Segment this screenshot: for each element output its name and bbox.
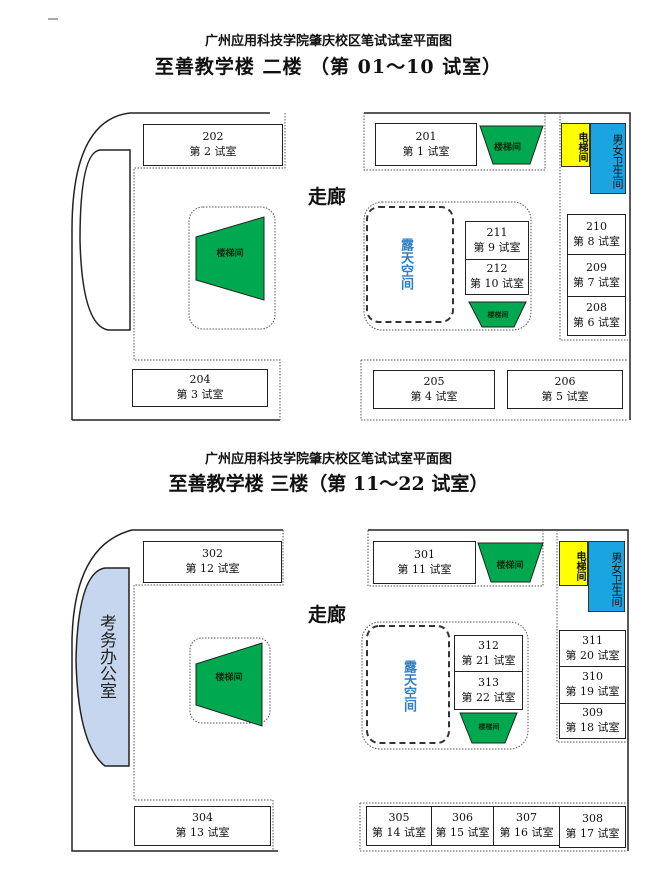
room-307[interactable]: 307 第 16 试室 <box>493 806 560 846</box>
room-301[interactable]: 301 第 11 试室 <box>373 541 476 584</box>
room-label: 第 4 试室 <box>410 389 458 403</box>
room-201[interactable]: 201 第 1 试室 <box>375 123 477 166</box>
room-number: 302 <box>202 547 223 561</box>
floor3-restroom: 男女卫生间 <box>588 541 625 612</box>
room-number: 205 <box>423 374 445 388</box>
room-310[interactable]: 310 第 19 试室 <box>559 666 626 704</box>
room-number: 212 <box>486 262 508 276</box>
room-label: 第 5 试室 <box>541 389 589 403</box>
room-number: 312 <box>478 638 499 652</box>
room-number: 201 <box>415 129 437 143</box>
room-label: 第 19 试室 <box>565 685 620 698</box>
floor3-subtitle: 至善教学楼 三楼（第 11～22 试室） <box>168 473 489 495</box>
room-label: 第 15 试室 <box>435 826 490 839</box>
floor2-open-space: 露天空间 <box>398 238 413 290</box>
room-number: 206 <box>554 374 576 388</box>
floor3-title: 广州应用科技学院肇庆校区笔试试室平面图 <box>204 452 452 467</box>
room-number: 210 <box>586 219 607 233</box>
room-number: 202 <box>202 130 224 144</box>
room-209[interactable]: 209 第 7 试室 <box>567 254 626 297</box>
room-number: 309 <box>582 706 603 720</box>
room-number: 313 <box>478 675 499 689</box>
floor3-stairwell-small: 楼梯间 <box>478 722 500 731</box>
room-number: 310 <box>582 670 603 684</box>
room-212[interactable]: 212 第 10 试室 <box>465 259 529 295</box>
room-309[interactable]: 309 第 18 试室 <box>559 703 626 739</box>
room-label: 第 8 试室 <box>573 234 620 248</box>
room-number: 307 <box>516 811 537 825</box>
floor3-stairwell-center: 楼梯间 <box>215 673 243 683</box>
room-311[interactable]: 311 第 20 试室 <box>559 630 626 667</box>
room-label: 第 11 试室 <box>397 562 452 576</box>
room-204[interactable]: 204 第 3 试室 <box>132 369 268 407</box>
room-label: 第 20 试室 <box>565 648 620 662</box>
room-number: 208 <box>586 301 607 315</box>
room-label: 第 13 试室 <box>175 826 230 839</box>
floor2-subtitle: 至善教学楼 二楼 （第 01～10 试室） <box>154 56 503 78</box>
floor2-restroom: 男女卫生间 <box>590 123 626 194</box>
floor2-stairwell-center: 楼梯间 <box>216 249 244 259</box>
header-mark <box>48 18 58 20</box>
room-label: 第 17 试室 <box>565 827 620 840</box>
room-308[interactable]: 308 第 17 试室 <box>559 806 626 848</box>
room-304[interactable]: 304 第 13 试室 <box>134 806 271 846</box>
room-label: 第 16 试室 <box>499 826 554 839</box>
floor3-open-space: 露天空间 <box>401 660 416 712</box>
room-312[interactable]: 312 第 21 试室 <box>454 635 523 672</box>
room-number: 306 <box>452 811 473 825</box>
room-label: 第 10 试室 <box>470 277 524 290</box>
room-label: 第 22 试室 <box>461 690 516 704</box>
room-211[interactable]: 211 第 9 试室 <box>465 221 529 260</box>
room-202[interactable]: 202 第 2 试室 <box>143 124 283 166</box>
room-number: 304 <box>192 811 213 825</box>
floor2-title: 广州应用科技学院肇庆校区笔试试室平面图 <box>204 34 452 49</box>
floor3-stairwell-top: 楼梯间 <box>496 561 524 571</box>
room-number: 311 <box>582 633 603 647</box>
room-number: 305 <box>388 811 410 825</box>
floor3-corridor-label: 走廊 <box>308 604 347 626</box>
room-label: 第 21 试室 <box>461 653 516 667</box>
room-number: 204 <box>189 373 211 387</box>
room-305[interactable]: 305 第 14 试室 <box>366 806 432 846</box>
room-label: 第 9 试室 <box>473 240 521 254</box>
floor2-stairwell-small: 楼梯间 <box>487 310 509 319</box>
room-label: 第 14 试室 <box>372 826 426 839</box>
floor2-elevator: 电梯间 <box>561 123 590 167</box>
room-number: 209 <box>586 260 607 274</box>
room-number: 301 <box>414 547 435 561</box>
room-label: 第 3 试室 <box>176 388 224 401</box>
room-208[interactable]: 208 第 6 试室 <box>567 296 626 336</box>
floor3-elevator: 电梯间 <box>559 541 588 586</box>
room-label: 第 6 试室 <box>573 316 620 329</box>
room-label: 第 7 试室 <box>573 275 620 289</box>
room-302[interactable]: 302 第 12 试室 <box>143 541 282 583</box>
room-label: 第 2 试室 <box>189 145 237 158</box>
exam-office-label: 考务办公室 <box>96 614 116 699</box>
floor2-stairwell-top: 楼梯间 <box>493 143 521 153</box>
room-label: 第 12 试室 <box>185 562 240 575</box>
room-label: 第 18 试室 <box>565 721 620 734</box>
floor2-corridor-label: 走廊 <box>308 186 347 208</box>
room-label: 第 1 试室 <box>402 144 450 158</box>
room-205[interactable]: 205 第 4 试室 <box>373 370 495 409</box>
room-306[interactable]: 306 第 15 试室 <box>431 806 494 846</box>
room-206[interactable]: 206 第 5 试室 <box>507 370 623 409</box>
room-313[interactable]: 313 第 22 试室 <box>454 671 523 710</box>
room-number: 211 <box>486 225 508 239</box>
room-number: 308 <box>582 812 603 826</box>
